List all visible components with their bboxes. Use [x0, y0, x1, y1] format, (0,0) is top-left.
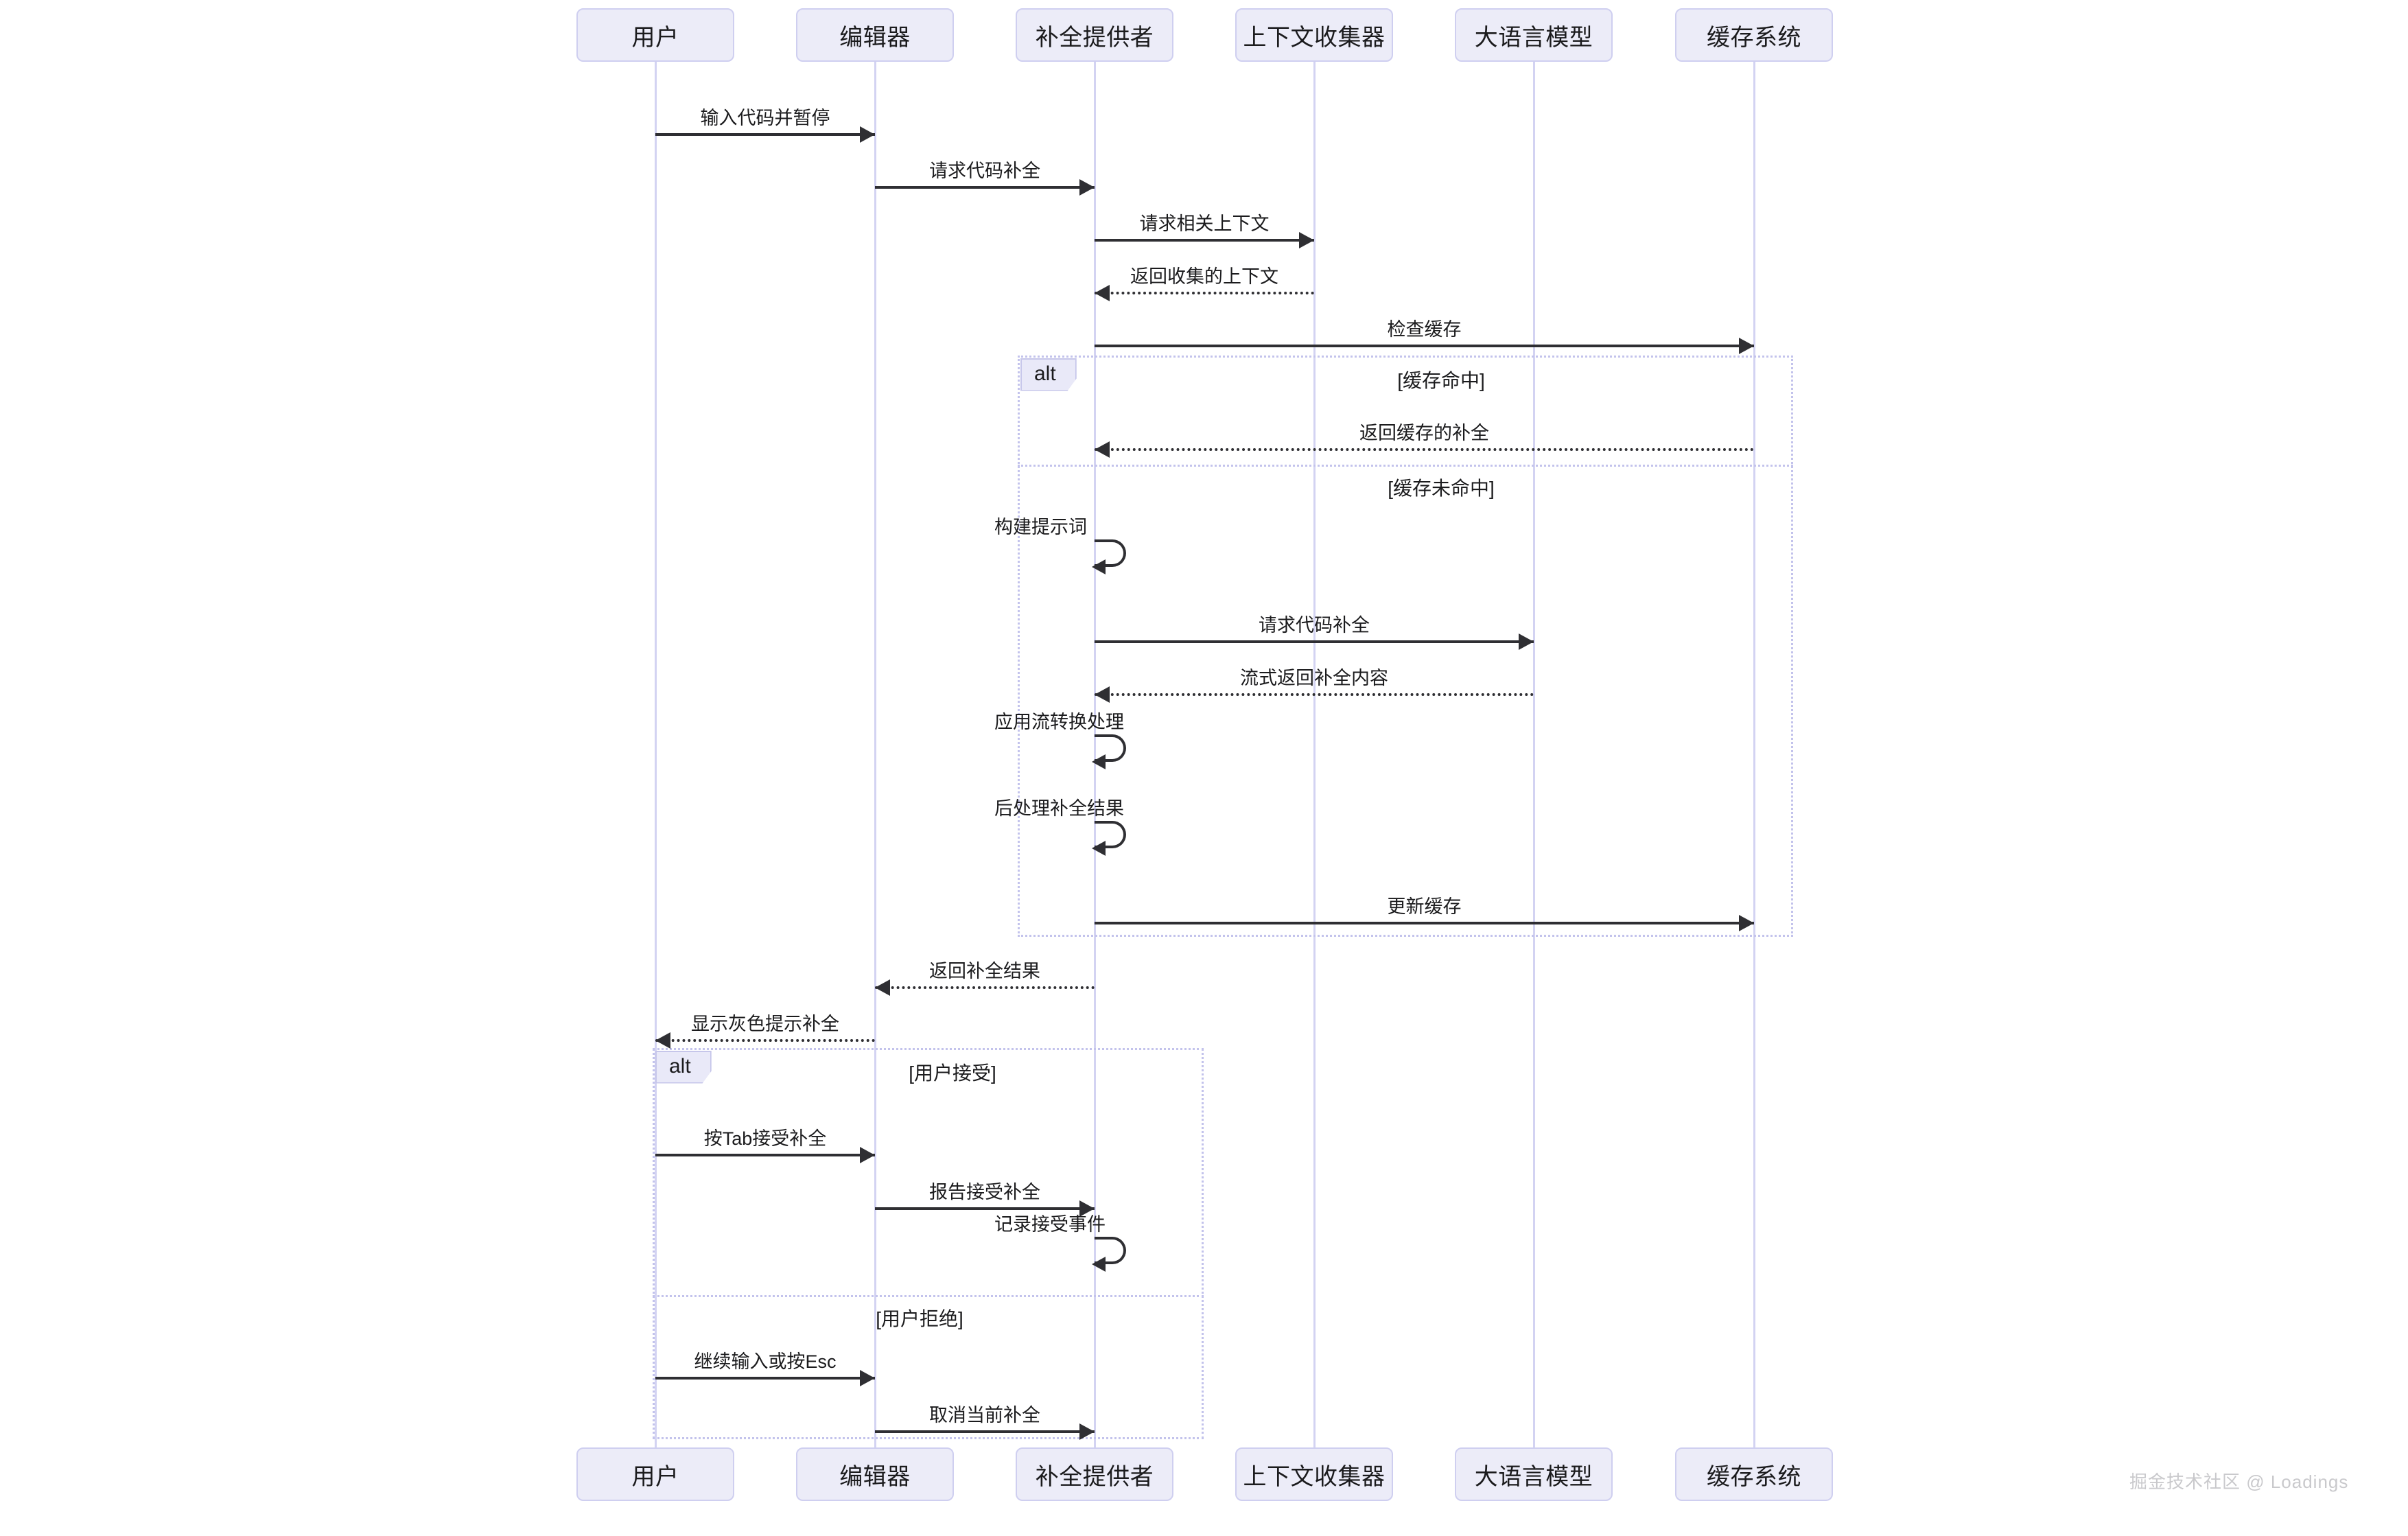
fragment-condition-alt2-1: [用户拒绝] [876, 1308, 963, 1329]
participant-box-bottom-editor[interactable]: 编辑器 [796, 1447, 954, 1501]
watermark: 掘金技术社区 @ Loadings [2129, 1471, 2349, 1492]
message-label-m11: 显示灰色提示补全 [691, 1014, 839, 1034]
message-line-m1 [655, 133, 875, 136]
message-line-m11 [655, 1039, 875, 1042]
participant-label-context: 上下文收集器 [1243, 1463, 1386, 1490]
fragment-tag-alt1: alt [1020, 358, 1077, 391]
message-label-m12: 按Tab接受补全 [703, 1128, 827, 1149]
fragment-divider-alt1-1 [1018, 465, 1793, 467]
participant-box-bottom-user[interactable]: 用户 [576, 1447, 734, 1501]
fragment-condition-alt2-0: [用户接受] [909, 1062, 996, 1084]
message-label-m6: 返回缓存的补全 [1359, 423, 1489, 443]
message-arrowhead-m11 [655, 1032, 670, 1049]
self-loop-label-s1: 构建提示词 [994, 517, 1087, 537]
participant-box-bottom-cache[interactable]: 缓存系统 [1675, 1447, 1833, 1501]
message-label-m3: 请求相关上下文 [1139, 213, 1270, 234]
participant-label-llm: 大语言模型 [1474, 1463, 1593, 1490]
message-arrowhead-m10 [875, 979, 890, 996]
message-label-m9: 更新缓存 [1387, 896, 1462, 917]
participant-label-cache: 缓存系统 [1707, 24, 1801, 51]
self-loop-s2 [1095, 734, 1126, 762]
message-arrowhead-m8 [1095, 686, 1110, 703]
fragment-tag-alt2: alt [655, 1051, 712, 1084]
self-loop-arrowhead-s4 [1092, 1257, 1106, 1272]
participant-box-bottom-llm[interactable]: 大语言模型 [1455, 1447, 1613, 1501]
participant-box-top-llm[interactable]: 大语言模型 [1455, 8, 1613, 62]
lifeline-context [1313, 62, 1316, 1447]
message-label-m5: 检查缓存 [1387, 319, 1462, 340]
fragment-condition-alt1-0: [缓存命中] [1397, 370, 1485, 391]
message-arrowhead-m3 [1299, 232, 1314, 248]
message-line-m6 [1095, 448, 1754, 451]
lifeline-user [655, 62, 657, 1447]
self-loop-s4 [1095, 1237, 1126, 1264]
message-label-m14: 继续输入或按Esc [694, 1351, 837, 1372]
participant-label-user: 用户 [631, 24, 679, 51]
participant-label-provider: 补全提供者 [1035, 24, 1154, 51]
message-arrowhead-m12 [860, 1147, 875, 1163]
message-line-m12 [655, 1154, 875, 1156]
message-label-m10: 返回补全结果 [929, 961, 1040, 981]
participant-box-bottom-provider[interactable]: 补全提供者 [1016, 1447, 1173, 1501]
participant-box-bottom-context[interactable]: 上下文收集器 [1235, 1447, 1393, 1501]
message-label-m2: 请求代码补全 [929, 161, 1040, 181]
message-label-m7: 请求代码补全 [1259, 615, 1370, 636]
message-arrowhead-m15 [1079, 1423, 1095, 1440]
message-arrowhead-m4 [1095, 285, 1110, 301]
message-line-m4 [1095, 292, 1314, 294]
participant-label-user: 用户 [631, 1463, 679, 1490]
message-line-m5 [1095, 345, 1754, 347]
message-line-m13 [875, 1207, 1095, 1210]
self-loop-label-s2: 应用流转换处理 [994, 712, 1124, 732]
message-line-m9 [1095, 922, 1754, 924]
fragment-condition-alt1-1: [缓存未命中] [1388, 478, 1495, 499]
lifeline-cache [1753, 62, 1755, 1447]
participant-label-llm: 大语言模型 [1474, 24, 1593, 51]
self-loop-arrowhead-s3 [1092, 841, 1106, 856]
self-loop-s1 [1095, 539, 1126, 567]
participant-label-provider: 补全提供者 [1035, 1463, 1154, 1490]
self-loop-s3 [1095, 821, 1126, 848]
message-arrowhead-m14 [860, 1370, 875, 1386]
message-arrowhead-m2 [1079, 179, 1095, 196]
message-arrowhead-m13 [1079, 1200, 1095, 1217]
participant-box-top-context[interactable]: 上下文收集器 [1235, 8, 1393, 62]
fragment-alt2 [653, 1048, 1204, 1439]
message-label-m13: 报告接受补全 [929, 1182, 1040, 1202]
message-label-m8: 流式返回补全内容 [1240, 668, 1388, 688]
message-label-m4: 返回收集的上下文 [1130, 266, 1278, 287]
participant-label-context: 上下文收集器 [1243, 24, 1386, 51]
fragment-divider-alt2-1 [653, 1295, 1204, 1297]
self-loop-arrowhead-s2 [1092, 754, 1106, 769]
participant-box-top-provider[interactable]: 补全提供者 [1016, 8, 1173, 62]
fragment-alt1 [1018, 356, 1793, 937]
lifeline-editor [874, 62, 876, 1447]
message-line-m2 [875, 186, 1095, 189]
message-line-m3 [1095, 239, 1314, 242]
message-arrowhead-m7 [1519, 633, 1534, 650]
message-arrowhead-m9 [1739, 915, 1754, 931]
participant-label-editor: 编辑器 [839, 24, 911, 51]
message-line-m10 [875, 986, 1095, 989]
self-loop-arrowhead-s1 [1092, 559, 1106, 574]
participant-label-cache: 缓存系统 [1707, 1463, 1801, 1490]
message-label-m1: 输入代码并暂停 [700, 108, 830, 128]
participant-box-top-cache[interactable]: 缓存系统 [1675, 8, 1833, 62]
message-line-m8 [1095, 693, 1534, 696]
participant-box-top-editor[interactable]: 编辑器 [796, 8, 954, 62]
message-arrowhead-m1 [860, 126, 875, 143]
self-loop-label-s3: 后处理补全结果 [994, 798, 1124, 819]
message-label-m15: 取消当前补全 [929, 1405, 1040, 1426]
participant-label-editor: 编辑器 [839, 1463, 911, 1490]
message-line-m15 [875, 1430, 1095, 1433]
message-line-m7 [1095, 640, 1534, 643]
self-loop-label-s4: 记录接受事件 [994, 1214, 1106, 1235]
lifeline-llm [1533, 62, 1535, 1447]
message-arrowhead-m5 [1739, 338, 1754, 354]
message-arrowhead-m6 [1095, 441, 1110, 458]
participant-box-top-user[interactable]: 用户 [576, 8, 734, 62]
message-line-m14 [655, 1377, 875, 1380]
